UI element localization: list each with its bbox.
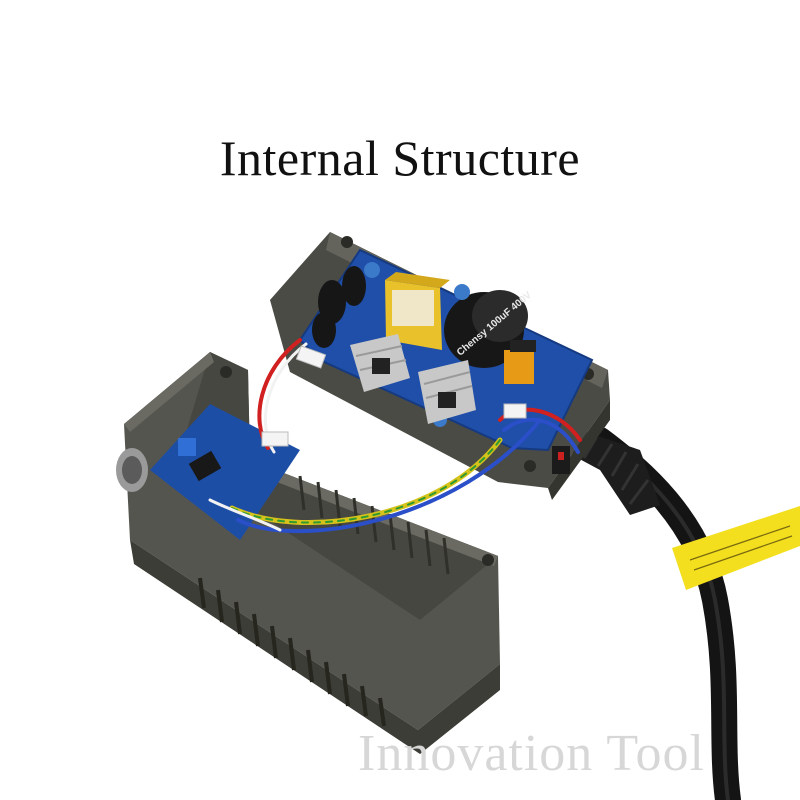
power-pcb [300, 250, 592, 450]
warning-sticker [672, 506, 800, 590]
page-title: Internal Structure [219, 130, 581, 186]
connector-jack [116, 448, 148, 492]
heatsinks [350, 334, 476, 424]
watermark: Innovation Tool [358, 725, 705, 782]
transformer [385, 272, 450, 350]
inductor [504, 340, 536, 384]
